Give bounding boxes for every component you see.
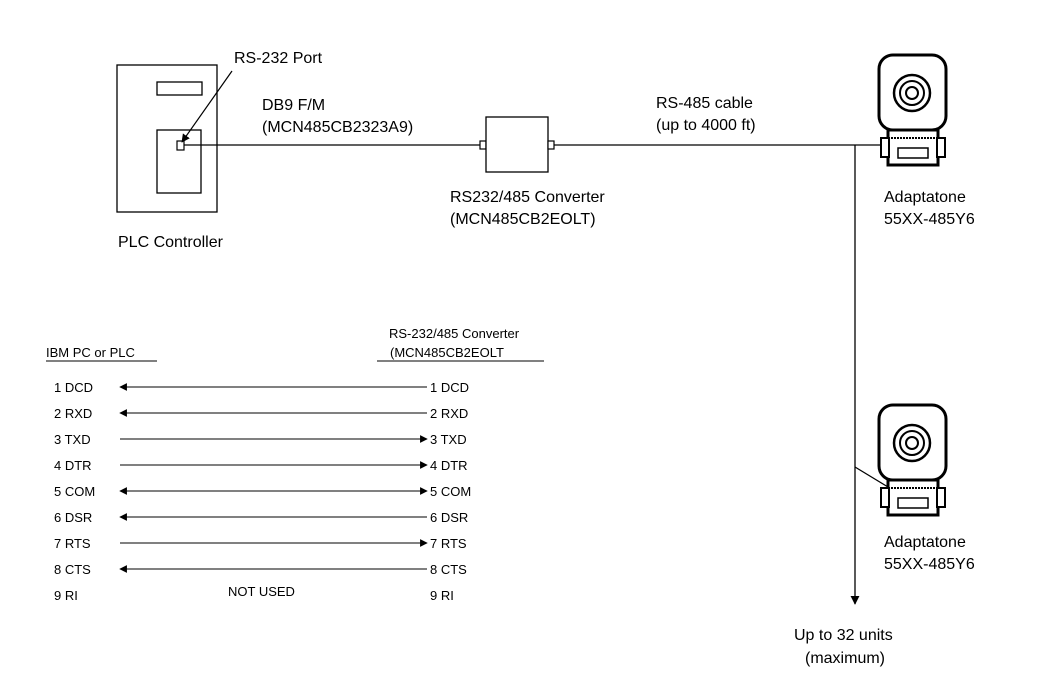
- db9-label: DB9 F/M: [262, 97, 325, 114]
- pin-left-label: 1 DCD: [54, 380, 93, 395]
- unit2-drop: [854, 466, 889, 488]
- pin-left-label: 7 RTS: [54, 536, 91, 551]
- plc-controller: [116, 64, 218, 213]
- pin-right-label: 6 DSR: [430, 510, 468, 525]
- pinout-left-header: IBM PC or PLC: [46, 345, 135, 360]
- port-callout-arrow: [181, 70, 233, 143]
- pinout-rows: 1 DCD 1 DCD 2 RXD 2 RXD 3 TXD 3 TXD 4 DTR 4 DTR…: [54, 380, 471, 603]
- pin-left-label: 8 CTS: [54, 562, 91, 577]
- unit1-name: Adaptatone: [884, 189, 966, 206]
- pin-right-label: 7 RTS: [430, 536, 467, 551]
- converter-label: RS232/485 Converter: [450, 189, 605, 206]
- pin-left-label: 3 TXD: [54, 432, 91, 447]
- pinout-right-header-1: RS-232/485 Converter: [389, 326, 520, 341]
- adaptatone-unit-2: [877, 403, 948, 517]
- max-units-label: Up to 32 units: [794, 627, 893, 644]
- converter-box: [479, 116, 555, 173]
- pin-right-label: 9 RI: [430, 588, 454, 603]
- cable-label: RS-485 cable: [656, 95, 753, 112]
- pin-left-label: 4 DTR: [54, 458, 92, 473]
- pin-right-label: 5 COM: [430, 484, 471, 499]
- pin-right-label: 1 DCD: [430, 380, 469, 395]
- rs232-port-label: RS-232 Port: [234, 50, 323, 67]
- pin-left-label: 6 DSR: [54, 510, 92, 525]
- pinout-right-header-2: (MCN485CB2EOLT: [390, 345, 504, 360]
- converter-part-label: (MCN485CB2EOLT): [450, 211, 596, 228]
- unit1-model: 55XX-485Y6: [884, 211, 975, 228]
- cable-length-label: (up to 4000 ft): [656, 117, 756, 134]
- not-used-label: NOT USED: [228, 584, 295, 599]
- pin-right-label: 3 TXD: [430, 432, 467, 447]
- pin-right-label: 2 RXD: [430, 406, 468, 421]
- unit2-model: 55XX-485Y6: [884, 556, 975, 573]
- pin-left-label: 5 COM: [54, 484, 95, 499]
- pin-right-label: 8 CTS: [430, 562, 467, 577]
- plc-label: PLC Controller: [118, 234, 224, 251]
- rs232-port-icon: [176, 140, 185, 151]
- db9-part-label: (MCN485CB2323A9): [262, 119, 413, 136]
- pin-right-label: 4 DTR: [430, 458, 468, 473]
- pin-left-label: 9 RI: [54, 588, 78, 603]
- unit2-name: Adaptatone: [884, 534, 966, 551]
- max-units-note: (maximum): [805, 650, 885, 667]
- adaptatone-unit-1: [877, 53, 948, 167]
- pin-left-label: 2 RXD: [54, 406, 92, 421]
